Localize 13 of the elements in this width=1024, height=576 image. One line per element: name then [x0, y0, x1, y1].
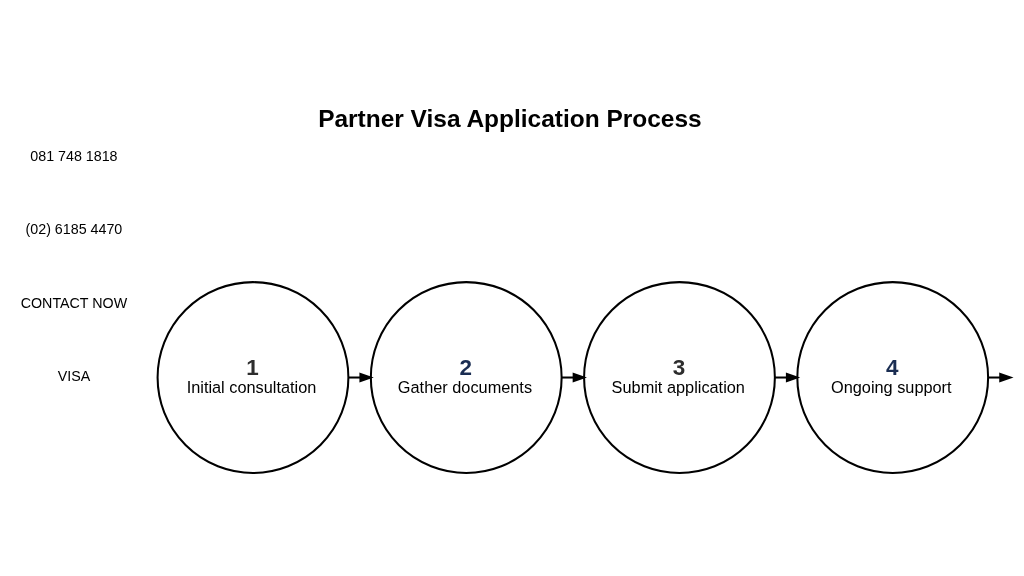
label: 081 748 1818: [30, 147, 118, 164]
node-circle: 3 Submit application: [583, 280, 776, 474]
diagram-title: Partner Visa Application Process: [318, 104, 702, 132]
node-circle: 1 Initial consultation: [156, 280, 350, 474]
arrow: [774, 372, 801, 383]
node-circle: 4 Ongoing support: [796, 280, 990, 474]
arrow: [561, 372, 587, 383]
node-circle: 2 Gather documents: [369, 280, 563, 474]
label: VISA: [57, 367, 91, 384]
arrow: [988, 372, 1014, 383]
label: (02) 6185 4470: [25, 220, 123, 237]
arrow: [348, 372, 374, 383]
label: CONTACT NOW: [20, 294, 128, 311]
